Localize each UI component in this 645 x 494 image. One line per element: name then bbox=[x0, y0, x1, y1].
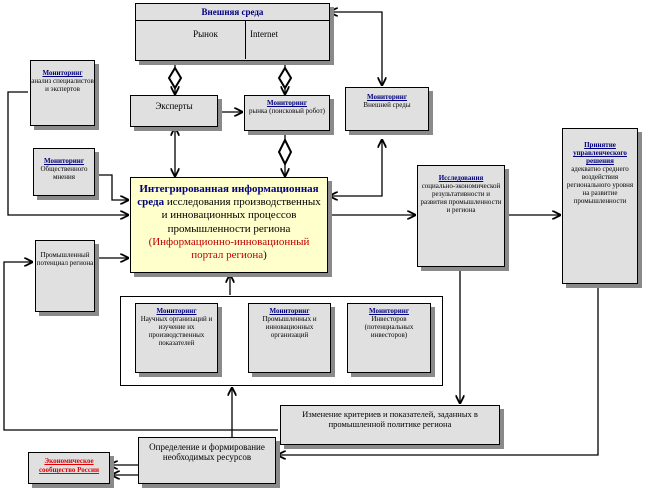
analysis-title: Исследования bbox=[438, 174, 484, 182]
economic-community-label: Экономическое сообщество России bbox=[38, 457, 100, 475]
industry-label: Промышленный потенциал региона bbox=[36, 251, 94, 268]
experts-label: Эксперты bbox=[155, 101, 193, 111]
criteria-label: Изменение критериев и показателей, задан… bbox=[302, 409, 478, 429]
decisions-title: Принятие управленческого решения bbox=[573, 141, 627, 166]
monitor-market-box: Мониторинг рынка (поисковый робот) bbox=[244, 95, 330, 131]
arrow-survey-to-center bbox=[7, 91, 128, 215]
monitor-survey-box: Мониторинг анализ специалистов и эксперт… bbox=[30, 60, 95, 126]
monitor-env-title: Мониторинг bbox=[366, 93, 408, 101]
arrow-env-to-monitor-env bbox=[330, 12, 382, 85]
monitor-industrial-text: Промышленных и инновационных организаций bbox=[262, 315, 317, 340]
external-environment-box: Внешняя среда Рынок Internet bbox=[135, 3, 330, 61]
monitor-public-text: Общественного мнения bbox=[40, 165, 88, 182]
decisions-text: адекватно среднего воздействия региональ… bbox=[566, 165, 634, 206]
monitor-public-box: Мониторинг Общественного мнения bbox=[33, 148, 95, 196]
criteria-box: Изменение критериев и показателей, задан… bbox=[280, 405, 500, 445]
monitor-industrial-title: Мониторинг bbox=[269, 307, 310, 315]
monitor-survey-text: анализ специалистов и экспертов bbox=[31, 77, 94, 94]
center-line1: Интегрированная информационная bbox=[139, 183, 319, 195]
economic-community-box: Экономическое сообщество России bbox=[28, 452, 110, 484]
diamond-connector-experts bbox=[167, 66, 183, 90]
center-portal: (Информационно-инновационный портал реги… bbox=[148, 235, 310, 261]
monitor-science-box: Мониторинг Научных организаций и изучени… bbox=[135, 303, 218, 373]
center-line2b: исследования производственных и инноваци… bbox=[161, 196, 321, 235]
decisions-box: Принятие управленческого решения адекват… bbox=[562, 128, 638, 284]
monitor-survey-title: Мониторинг bbox=[42, 69, 83, 77]
market-label: Рынок bbox=[136, 21, 246, 60]
monitor-science-title: Мониторинг bbox=[156, 307, 197, 315]
analysis-box: Исследования социально-экономической рез… bbox=[417, 165, 505, 267]
monitor-market-title: Мониторинг bbox=[266, 99, 308, 107]
resources-box: Определение и формирование необходимых р… bbox=[138, 437, 276, 484]
monitor-investors-title: Мониторинг bbox=[368, 307, 410, 315]
diamond-connector-center bbox=[277, 137, 293, 167]
integrated-environment-box: Интегрированная информационная среда исс… bbox=[130, 177, 328, 273]
center-portal-end: ) bbox=[263, 248, 267, 261]
arrow-public-to-center bbox=[95, 174, 128, 200]
monitor-science-text: Научных организаций и изучение их произв… bbox=[140, 315, 213, 348]
arrow-criteria-to-industry bbox=[3, 262, 278, 431]
arrow-monenv-to-center bbox=[330, 140, 382, 196]
monitor-market-text: рынка (поисковый робот) bbox=[249, 107, 325, 116]
monitor-public-title: Мониторинг bbox=[43, 157, 85, 165]
monitor-investors-box: Мониторинг Инвесторов (потенциальных инв… bbox=[347, 303, 431, 373]
monitor-env-box: Мониторинг Внешней среды bbox=[345, 87, 429, 131]
monitor-env-text: Внешней среды bbox=[363, 101, 411, 110]
arrow-decisions-to-resources bbox=[278, 287, 599, 455]
experts-box: Эксперты bbox=[130, 95, 218, 127]
monitor-industrial-box: Мониторинг Промышленных и инновационных … bbox=[248, 303, 331, 373]
resources-label: Определение и формирование необходимых р… bbox=[149, 442, 265, 463]
external-environment-title: Внешняя среда bbox=[136, 7, 329, 22]
analysis-text: социально-экономической результативности… bbox=[420, 182, 502, 215]
center-line2a: среда bbox=[137, 196, 165, 209]
internet-label: Internet bbox=[250, 29, 278, 40]
diamond-connector-market bbox=[277, 66, 293, 90]
industry-box: Промышленный потенциал региона bbox=[35, 240, 95, 312]
monitor-investors-text: Инвесторов (потенциальных инвесторов) bbox=[364, 315, 414, 340]
